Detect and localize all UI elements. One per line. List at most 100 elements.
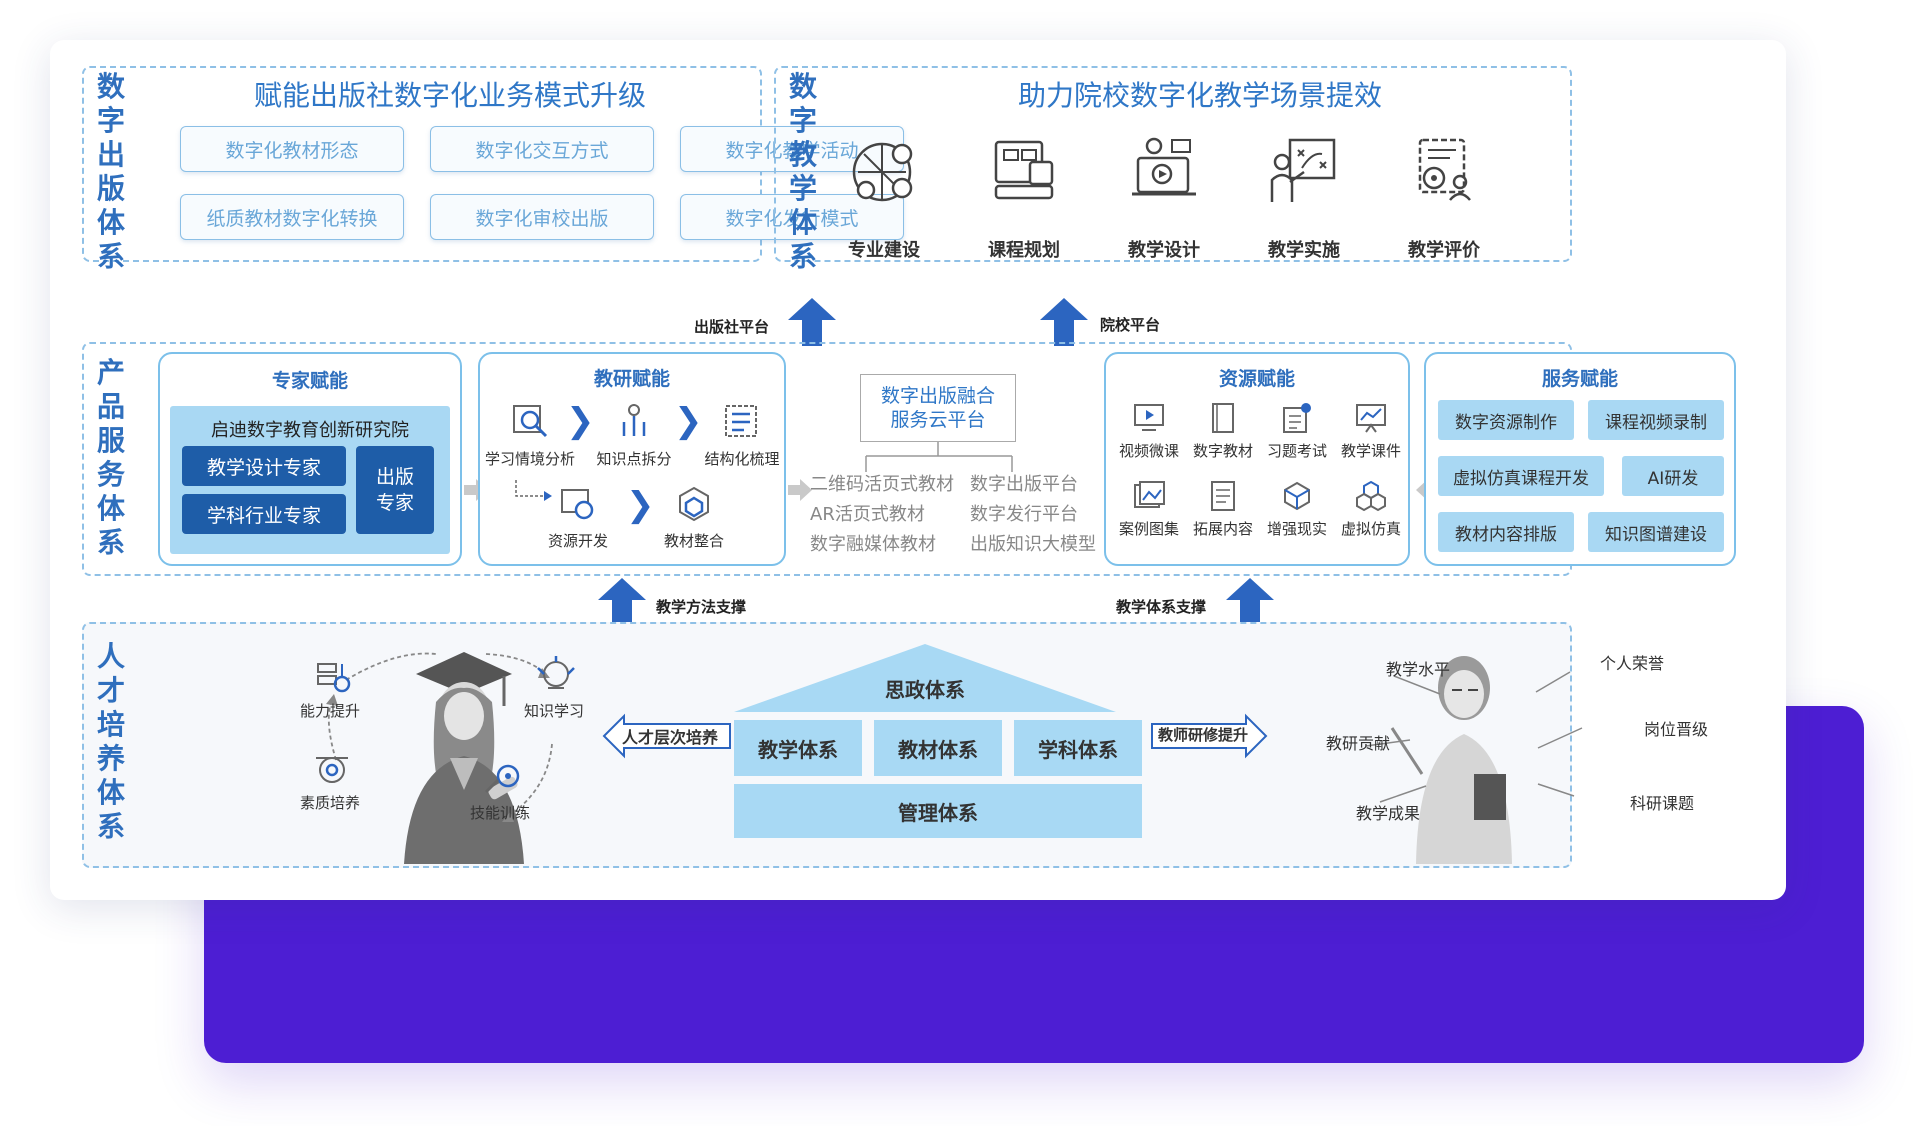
up-arrow-icon [788,298,836,346]
resource-label: 数字教材 [1192,442,1253,460]
cloud-platform-box: 数字出版融合 服务云平台 [860,374,1016,442]
chevron-right-icon: ❯ [566,401,595,441]
platform-left-item: 二维码活页式教材 [810,474,954,495]
product-service-side-title: 产品服务体系 [96,356,125,559]
expert-role-button: 教学设计专家 [182,446,346,486]
teaching-section [774,66,1572,262]
knowledge-icon [537,656,575,689]
talent-level-label: 人才层次培养 [622,728,719,747]
teacher-attribute: 教学水平 [1386,660,1451,679]
teaching-item-label: 课程规划 [988,240,1060,261]
teacher-training-label: 教师研修提升 [1158,726,1249,744]
structure-icon [725,405,757,437]
resource-label: 虚拟仿真 [1340,520,1401,538]
talent-side-title: 人才培养体系 [96,640,125,843]
roof-label: 思政体系 [885,678,965,702]
resource-label: 视频微课 [1118,442,1179,460]
extension-icon [1211,481,1235,511]
house-pillar: 教学体系 [734,720,862,776]
courseware-icon [1356,404,1386,433]
resource-label: 习题考试 [1266,442,1327,460]
publishing-expert-button: 出版 专家 [356,446,434,534]
cloud-platform-line2: 服务云平台 [890,409,986,431]
analysis-icon [513,405,548,438]
chevron-right-icon: ❯ [626,485,655,525]
skill-icon [484,764,520,794]
teacher-attribute: 教研贡献 [1326,734,1391,753]
teaching-heading: 助力院校数字化教学场景提效 [1017,79,1382,112]
ar-icon [1284,481,1310,511]
cycle-label: 能力提升 [300,702,361,720]
platform-right-item: 出版知识大模型 [970,534,1096,555]
video-icon [1134,404,1164,431]
publishing-expert-line2: 专家 [375,492,414,514]
quality-icon [316,757,348,783]
research-step-label: 知识点拆分 [596,450,672,468]
resource-label: 增强现实 [1266,520,1327,538]
simulation-icon [1356,480,1386,512]
resource-label: 案例图集 [1118,520,1179,538]
service-item: 数字资源制作 [1438,400,1574,440]
talent-level-arrow [602,713,731,759]
service-item: AI研发 [1622,456,1724,496]
teacher-lines [1365,675,1441,803]
cycle-label: 知识学习 [524,702,585,720]
teaching-item-label: 教学设计 [1128,240,1200,261]
expert-panel-title: 专家赋能 [271,370,348,392]
platform-right-item: 数字发行平台 [970,504,1078,525]
teacher-attribute: 科研课题 [1630,794,1695,813]
research-step-label: 结构化梳理 [704,450,780,468]
resource-label: 教学课件 [1340,442,1401,460]
teacher-image [1390,656,1512,864]
system-support-label: 教学体系支撑 [1116,598,1207,616]
service-panel: 服务赋能 数字资源制作 课程视频录制 虚拟仿真课程开发 AI研发 教材内容排版 … [1424,352,1736,566]
research-step-label: 资源开发 [547,532,608,550]
up-arrow-icon [598,578,646,626]
ideology-roof [734,644,1116,712]
teaching-side-title: 数字教学体系 [788,70,817,273]
teacher-lines-right [1535,671,1583,797]
knowledge-split-icon [622,404,646,436]
house-base: 管理体系 [734,784,1142,838]
school-platform-label: 院校平台 [1100,316,1161,334]
teaching-item-label: 专业建设 [848,240,920,261]
method-support-label: 教学方法支撑 [656,598,747,616]
cloud-platform-line1: 数字出版融合 [880,385,995,407]
service-item: 教材内容排版 [1438,512,1574,552]
platform-connector [865,442,1013,472]
teacher-training-arrow [1151,713,1268,759]
teaching-item-label: 教学实施 [1268,240,1340,261]
resource-dev-icon [561,489,594,520]
teaching-item-label: 教学评价 [1408,240,1480,261]
expert-role-button: 学科行业专家 [182,494,346,534]
research-panel-title: 教研赋能 [593,368,670,390]
research-step-label: 学习情境分析 [484,450,575,468]
exam-icon [1283,403,1311,433]
teacher-attribute: 个人荣誉 [1600,654,1665,673]
teacher-attribute: 教学成果 [1356,804,1421,823]
publishing-pill: 数字化教材形态 [180,126,404,172]
publishing-expert-line1: 出版 [375,466,414,488]
service-item: 课程视频录制 [1588,400,1724,440]
course-planning-icon [994,140,1054,200]
textbook-integration-icon [679,486,709,522]
service-panel-title: 服务赋能 [1541,368,1618,390]
research-step-label: 教材整合 [663,532,724,550]
service-item: 虚拟仿真课程开发 [1438,456,1604,496]
institute-label: 启迪数字教育创新研究院 [211,420,409,441]
ability-icon [317,663,351,693]
resource-panel-title: 资源赋能 [1218,368,1295,390]
case-gallery-icon [1134,481,1165,508]
expert-panel: 专家赋能 启迪数字教育创新研究院 教学设计专家 学科行业专家 出版 专家 [158,352,462,566]
research-panel: 教研赋能 ❯ ❯ 学习情境分析 知识点拆分 结构化梳理 [478,352,786,566]
up-arrow-icon [1040,298,1088,346]
book-icon [1212,403,1234,433]
publishing-pill: 数字化发行模式 [680,194,904,240]
chevron-right-icon: ❯ [674,401,703,441]
teaching-evaluation-icon [1418,138,1471,201]
platform-left-item: 数字融媒体教材 [810,534,936,555]
publisher-platform-label: 出版社平台 [694,318,770,336]
teaching-design-icon [1132,137,1196,196]
resource-label: 拓展内容 [1192,520,1253,538]
